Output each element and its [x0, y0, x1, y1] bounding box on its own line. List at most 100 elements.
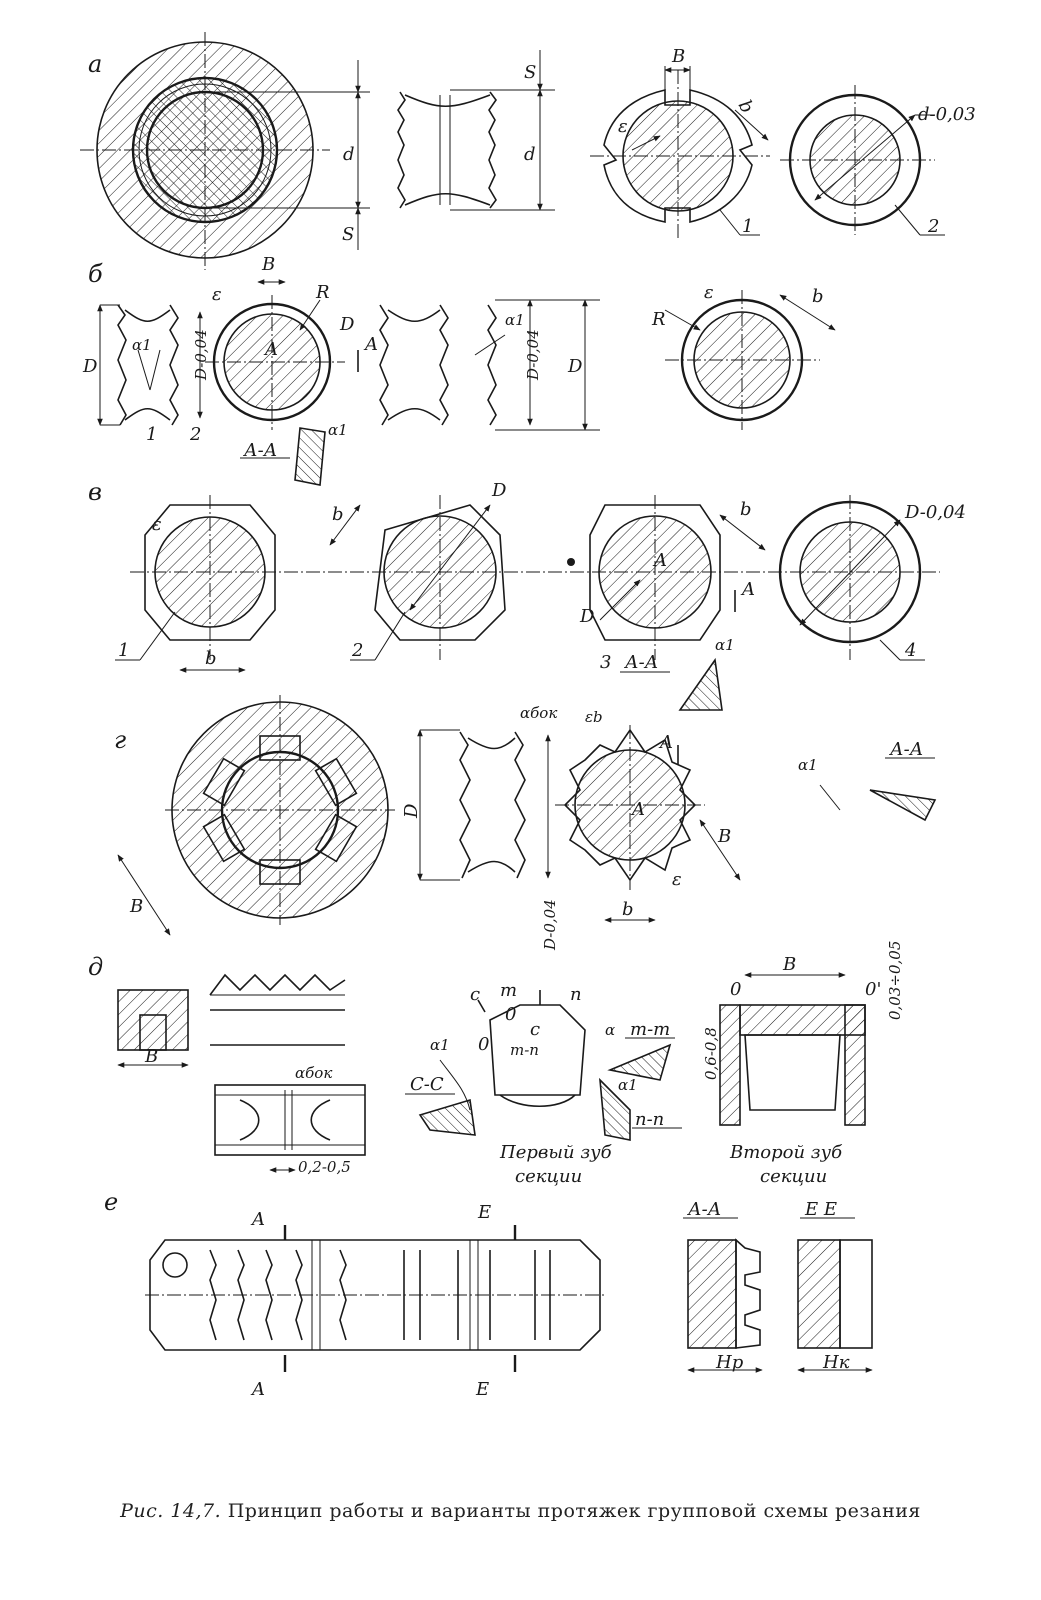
- side-view-b-tooth2: [169, 304, 179, 426]
- label-d-left: d: [343, 144, 355, 165]
- label-m-d: m: [500, 980, 517, 1001]
- section-letter-b: б: [88, 260, 103, 288]
- label-d-mid: d: [524, 144, 536, 165]
- label-B-left-d: B: [144, 1046, 158, 1067]
- label-cc-d: C-C: [410, 1074, 444, 1095]
- label-A3-v: A: [652, 550, 667, 571]
- label-B-b: B: [261, 254, 275, 275]
- label-B-a: B: [671, 46, 685, 67]
- label-b3-v: b: [740, 499, 752, 520]
- label-n-d: n: [570, 984, 582, 1005]
- label-second-tooth: Второй зуб: [729, 1142, 843, 1163]
- caption-number: Рис. 14,7.: [120, 1500, 222, 1522]
- label-D-left-b: D: [82, 356, 98, 377]
- section-letter-d: д: [88, 953, 103, 981]
- label-A-mark-v: A: [740, 579, 755, 600]
- label-n2-b: 2: [189, 424, 201, 445]
- tooth-profile-left: [397, 91, 406, 209]
- label-b2-b: b: [812, 286, 824, 307]
- label-E-top-e: E: [477, 1202, 491, 1223]
- label-D-tol-left-b: D-0,04: [192, 329, 210, 381]
- label-A-mid-b: A: [263, 339, 278, 360]
- label-D-tol-v: D-0,04: [904, 502, 966, 523]
- section-AA-g: [869, 789, 937, 822]
- label-eps-a: ε: [618, 116, 628, 137]
- label-eps2-b: ε: [704, 282, 714, 303]
- label-first-tooth2: секции: [515, 1166, 582, 1187]
- label-Hr-e: Hр: [715, 1352, 744, 1373]
- label-D3-v: D: [579, 606, 595, 627]
- polygon-tooth-3: [589, 504, 721, 641]
- label-E-bot-e: E: [475, 1379, 489, 1400]
- section-a: а d S d S B: [80, 32, 976, 270]
- label-n2-v: 2: [351, 640, 363, 661]
- flat-broach-body: [149, 1239, 601, 1351]
- label-n1-v: 1: [118, 640, 129, 661]
- section-e: е A A E E А-А: [104, 1188, 873, 1400]
- section-letter-a: а: [88, 50, 102, 78]
- label-D-tol-right-b: D-0,04: [524, 329, 542, 381]
- section-letter-g: г: [114, 726, 126, 754]
- label-b2-v: b: [332, 504, 344, 525]
- label-s-top: S: [524, 62, 536, 83]
- label-AA-v: А-А: [623, 652, 658, 673]
- label-s-bottom: S: [342, 224, 354, 245]
- second-tooth-profile: [744, 1034, 841, 1111]
- label-D2-v: D: [491, 480, 507, 501]
- label-n4-v: 4: [904, 640, 916, 661]
- radial-teeth-g: [202, 735, 358, 885]
- label-D-mid-b: D: [339, 314, 355, 335]
- label-o-d: 0: [505, 1004, 516, 1025]
- polygon-tooth-1: [144, 504, 276, 641]
- figure-caption: Рис. 14,7. Принцип работы и варианты про…: [0, 1500, 1041, 1522]
- label-first-tooth: Первый зуб: [499, 1142, 613, 1163]
- label-alpha1-v: α1: [715, 636, 735, 654]
- section-d: д B αбок 0,2-0,5 c m n 0 c m-n 0 α1 C-C: [88, 941, 904, 1187]
- section-nn-d: [599, 1077, 631, 1141]
- label-b-bottom-g: b: [622, 899, 634, 920]
- label-n2-a: 2: [927, 216, 939, 237]
- section-AA-b: [294, 427, 326, 486]
- label-alpha1-sec-b: α1: [328, 421, 348, 439]
- label-mm-d: m-m: [630, 1019, 670, 1040]
- label-o4-d: 0': [865, 979, 881, 1000]
- label-nn-d: n-n: [635, 1109, 664, 1130]
- section-AA-e: [687, 1239, 737, 1349]
- section-b: б D D-0,04 α1 1 2 B ε R D A A А-А α1: [82, 254, 836, 486]
- label-B-right-g: B: [717, 826, 731, 847]
- label-AA-b: А-А: [242, 440, 277, 461]
- label-eps-g: ε: [672, 869, 682, 890]
- label-o3-d: 0: [730, 979, 741, 1000]
- section-cc-d: [418, 1098, 476, 1136]
- label-eps-b-g: εb: [585, 708, 603, 726]
- label-A-mark-b: A: [363, 334, 378, 355]
- label-alpha-bok-g: αбок: [520, 704, 557, 722]
- label-tol-d: 0,03÷0,05: [886, 941, 904, 1020]
- label-b-a: b: [734, 97, 758, 117]
- label-Hk-e: Hк: [822, 1352, 850, 1373]
- label-A-mark-g: A: [658, 732, 673, 753]
- first-tooth-profile: [489, 1004, 586, 1096]
- tooth-block-d: [117, 989, 189, 1051]
- label-R-b: R: [315, 282, 330, 303]
- label-d-tol-a: d-0,03: [918, 104, 976, 125]
- label-R2-b: R: [651, 309, 666, 330]
- label-alpha1-g: α1: [798, 756, 818, 774]
- side-view-b-tooth1: [117, 304, 127, 426]
- label-AA-e: А-А: [686, 1199, 721, 1220]
- section-AA-v: [678, 657, 723, 711]
- slotted-tooth-1: [603, 88, 753, 224]
- label-c-d: c: [470, 984, 480, 1005]
- section-mm-d: [607, 1043, 672, 1081]
- side-view-g-1: [459, 731, 471, 879]
- label-alpha1-right-b: α1: [505, 311, 525, 329]
- label-c2-d: c: [530, 1019, 540, 1040]
- label-A-bot-e: A: [250, 1379, 265, 1400]
- label-B-top-d: B: [782, 954, 796, 975]
- section-v: в ε b 1 b D 2 b A A D 3 А-А: [88, 478, 966, 711]
- label-D-right-b: D: [567, 356, 583, 377]
- section-letter-v: в: [88, 478, 102, 506]
- label-second-tooth2: секции: [760, 1166, 827, 1187]
- label-D-tol-g: D-0,04: [541, 899, 559, 951]
